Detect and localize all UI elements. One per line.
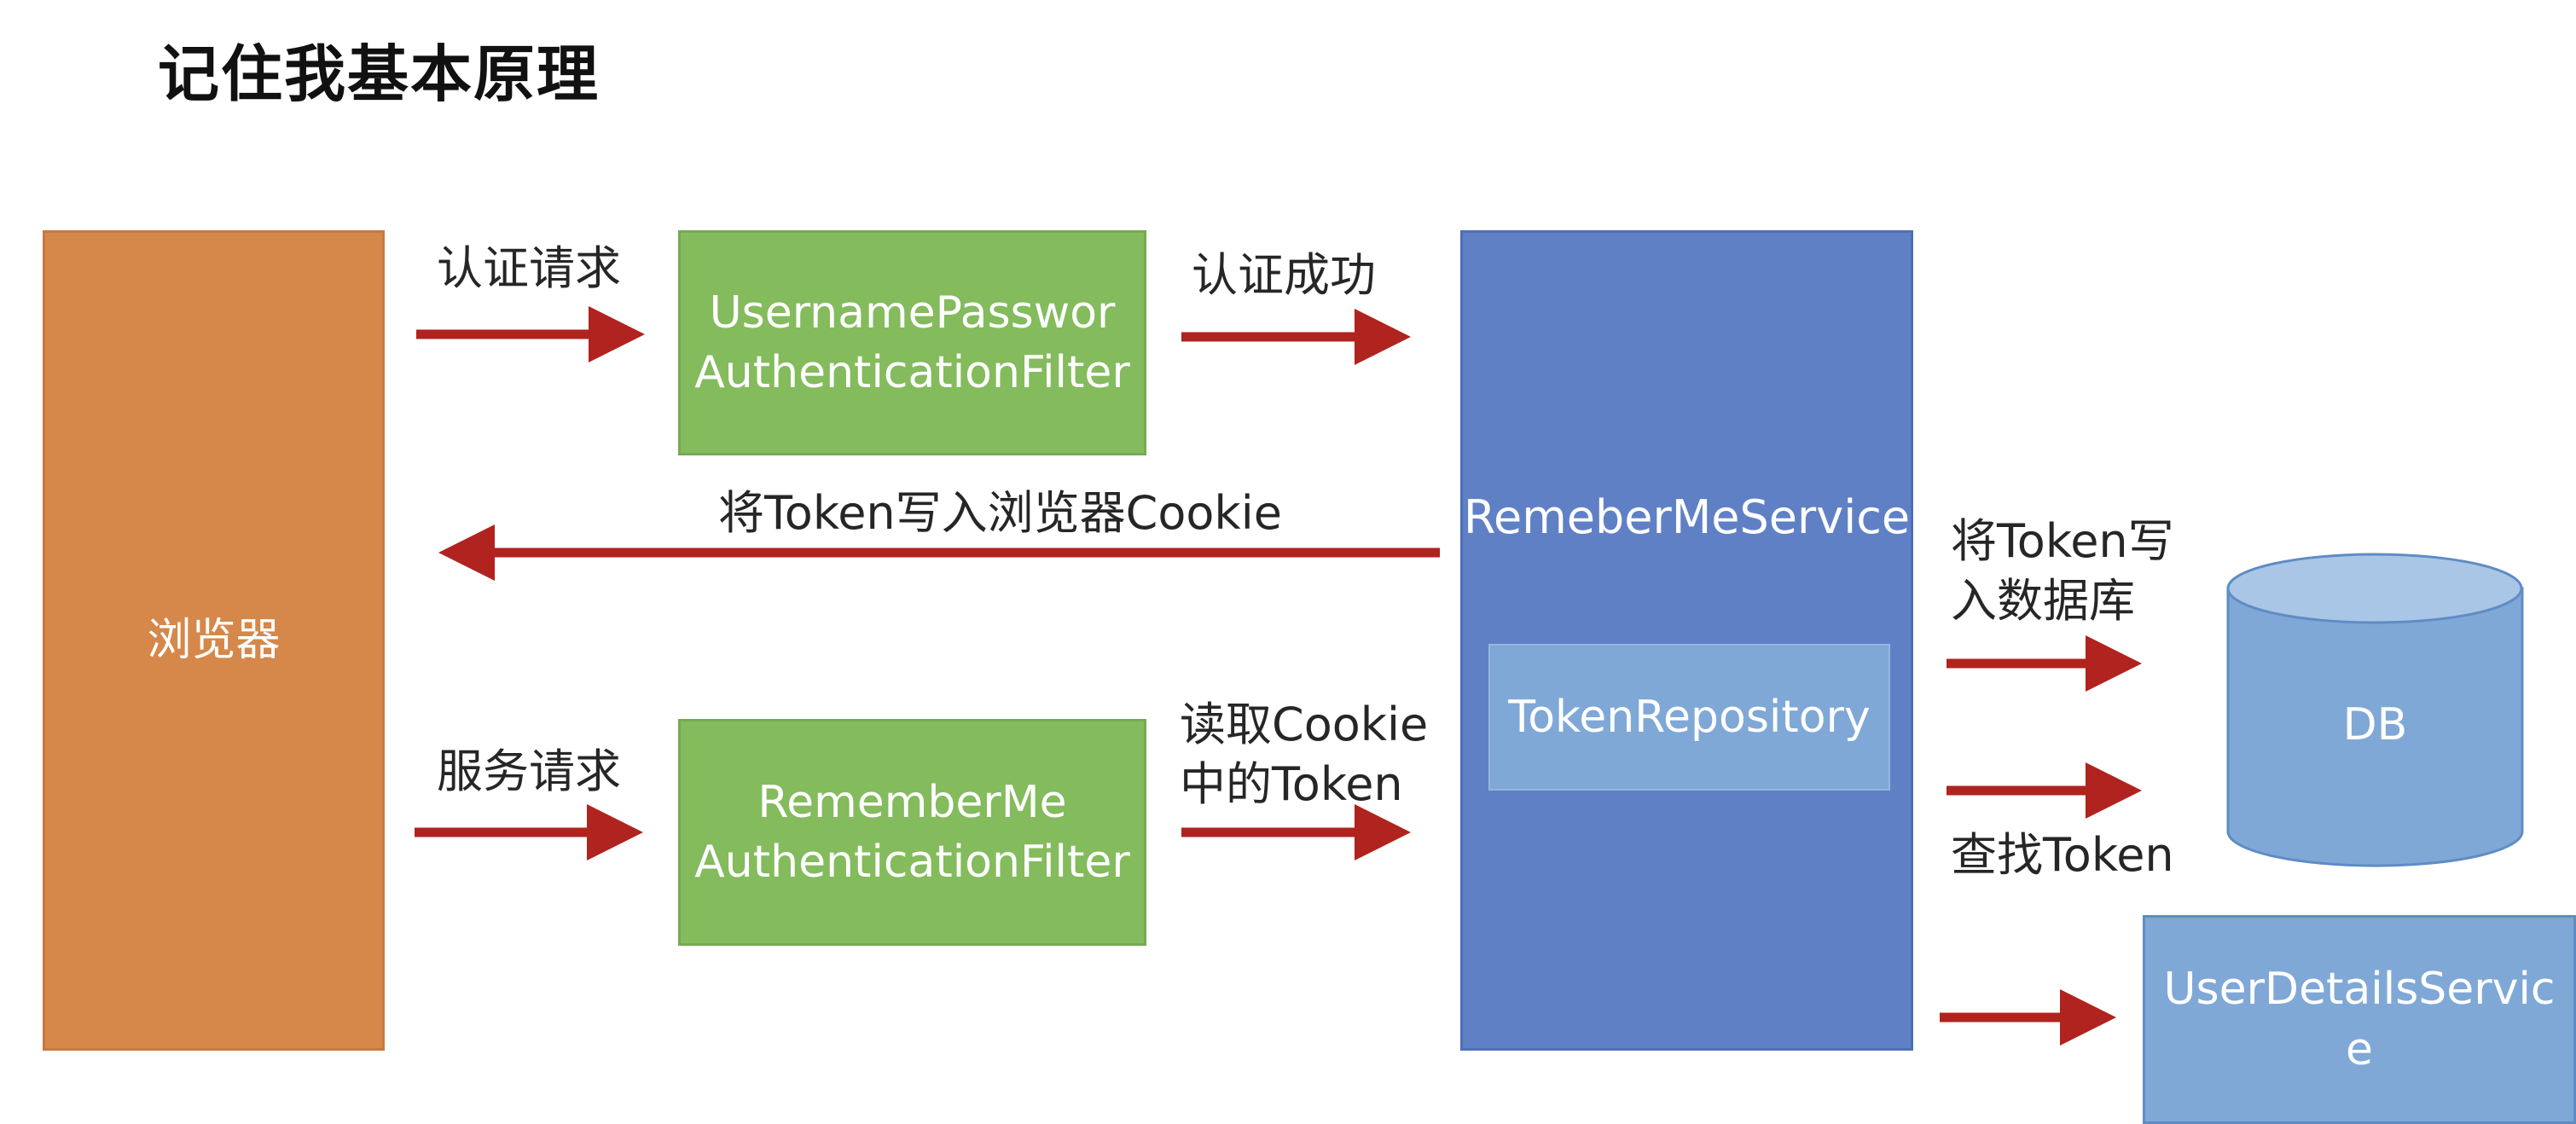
rememberme-filter-line-2: AuthenticationFilter — [694, 837, 1130, 888]
label-read-cookie-line-1: 读取Cookie — [1180, 698, 1429, 751]
rememberme-filter-line-1: RememberMe — [757, 776, 1067, 828]
label-write-cookie: 将Token写入浏览器Cookie — [718, 486, 1282, 540]
db-cylinder — [2226, 553, 2524, 867]
db-label: DB — [2342, 699, 2408, 750]
label-auth-request: 认证请求 — [437, 241, 621, 295]
user-details-service-box: UserDetailsServic e — [2143, 915, 2576, 1124]
label-write-db-line-1: 将Token写 — [1951, 514, 2174, 568]
rememberme-service-label: RemeberMeService — [1463, 490, 1911, 544]
token-repository-box: TokenRepository — [1488, 644, 1890, 791]
username-filter-line-2: AuthenticationFilter — [694, 347, 1130, 398]
username-filter-line-1: UsernamePasswor — [709, 287, 1116, 339]
label-service-request: 服务请求 — [437, 745, 621, 798]
user-details-service-line-2: e — [2346, 1023, 2373, 1075]
username-password-filter-box: UsernamePasswor AuthenticationFilter — [678, 230, 1146, 455]
browser-box: 浏览器 — [43, 230, 385, 1051]
browser-label: 浏览器 — [147, 614, 281, 666]
page-title: 记住我基本原理 — [158, 38, 600, 110]
label-read-cookie: 读取Cookie 中的Token — [1180, 695, 1428, 814]
label-write-db: 将Token写 入数据库 — [1951, 512, 2174, 631]
label-write-db-line-2: 入数据库 — [1951, 574, 2135, 629]
token-repository-label: TokenRepository — [1508, 691, 1871, 743]
label-find-token: 查找Token — [1951, 828, 2174, 882]
label-read-cookie-line-2: 中的Token — [1180, 757, 1403, 812]
label-auth-success: 认证成功 — [1192, 248, 1376, 302]
rememberme-service-box: RemeberMeService TokenRepository — [1460, 230, 1913, 1051]
user-details-service-line-1: UserDetailsServic — [2163, 964, 2556, 1016]
rememberme-filter-box: RememberMe AuthenticationFilter — [678, 719, 1146, 946]
